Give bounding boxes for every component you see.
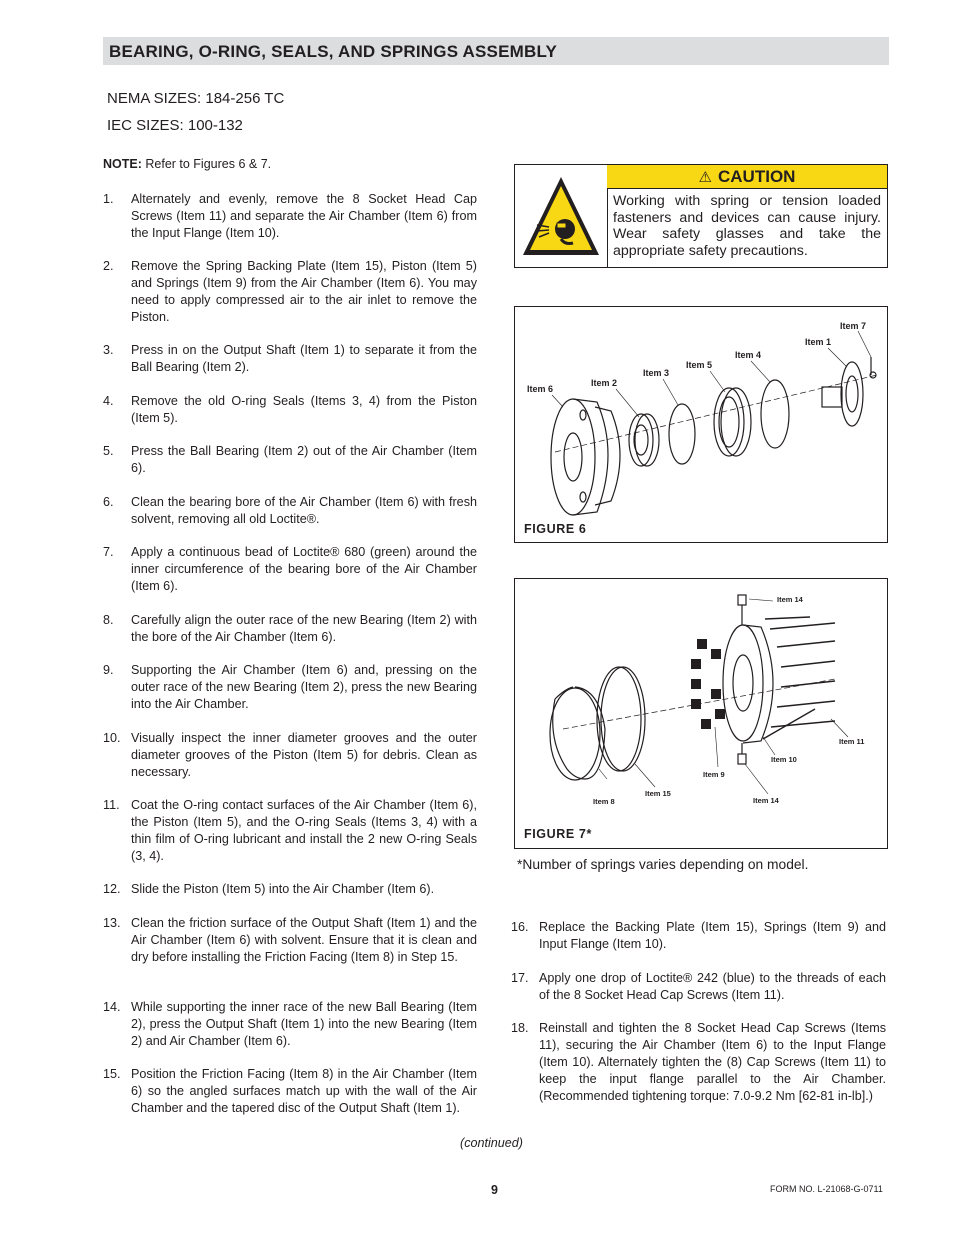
step-number: 12.: [103, 882, 121, 896]
step-text: Alternately and evenly, remove the 8 Soc…: [131, 192, 477, 240]
label-item-1: Item 1: [805, 337, 831, 347]
page-number: 9: [491, 1183, 498, 1197]
caution-header: ⚠ CAUTION: [607, 165, 887, 189]
step-number: 10.: [103, 731, 121, 745]
label-item-14-bottom: Item 14: [753, 796, 780, 805]
label-item-10: Item 10: [771, 755, 797, 764]
label-item-7: Item 7: [840, 321, 866, 331]
figure-6-caption: FIGURE 6: [524, 522, 587, 536]
label-item-4: Item 4: [735, 350, 761, 360]
step-text: Apply a continuous bead of Loctite® 680 …: [131, 545, 477, 593]
step-text: Reinstall and tighten the 8 Socket Head …: [539, 1021, 886, 1103]
label-item-2: Item 2: [591, 378, 617, 388]
step: 2. Remove the Spring Backing Plate (Item …: [103, 258, 477, 326]
caution-title: CAUTION: [718, 167, 796, 186]
caution-box: ⚠ CAUTION Working with spring or tension …: [514, 164, 888, 268]
step-number: 14.: [103, 1000, 121, 1014]
step-number: 6.: [103, 495, 114, 509]
label-item-14-top: Item 14: [777, 595, 804, 604]
step-text: Remove the old O-ring Seals (Items 3, 4)…: [131, 394, 477, 425]
step-number: 9.: [103, 663, 114, 677]
step-text: Apply one drop of Loctite® 242 (blue) to…: [539, 971, 886, 1002]
step: 18. Reinstall and tighten the 8 Socket He…: [511, 1020, 886, 1105]
iec-sizes: IEC SIZES: 100-132: [107, 117, 243, 134]
step: 15. Position the Friction Facing (Item 8)…: [103, 1066, 477, 1117]
step-number: 15.: [103, 1067, 121, 1081]
springs-footnote: *Number of springs varies depending on m…: [517, 857, 809, 872]
safety-glasses-warning-icon: [515, 165, 608, 267]
step-number: 13.: [103, 916, 121, 930]
step-text: Clean the bearing bore of the Air Chambe…: [131, 495, 477, 526]
step-text: Coat the O-ring contact surfaces of the …: [131, 798, 477, 863]
step-number: 17.: [511, 971, 529, 985]
step-number: 2.: [103, 259, 114, 273]
label-item-6: Item 6: [527, 384, 553, 394]
step-number: 18.: [511, 1021, 529, 1035]
step-text: Clean the friction surface of the Output…: [131, 916, 477, 964]
step: 3. Press in on the Output Shaft (Item 1) …: [103, 342, 477, 376]
step: 10. Visually inspect the inner diameter g…: [103, 730, 477, 781]
step: 1. Alternately and evenly, remove the 8 S…: [103, 191, 477, 242]
step-number: 16.: [511, 920, 529, 934]
caution-text: Working with spring or tension loaded fa…: [613, 193, 881, 259]
note: NOTE: Refer to Figures 6 & 7.: [103, 157, 271, 171]
step-text: Replace the Backing Plate (Item 15), Spr…: [539, 920, 886, 951]
step-text: Press in on the Output Shaft (Item 1) to…: [131, 343, 477, 374]
figure-6: Item 6 Item 2 Item 3 Item 5 Item 4 Item …: [514, 306, 888, 543]
label-item-3: Item 3: [643, 368, 669, 378]
figure-6-exploded-diagram: Item 6 Item 2 Item 3 Item 5 Item 4 Item …: [527, 321, 878, 516]
label-item-5: Item 5: [686, 360, 712, 370]
step-text: Remove the Spring Backing Plate (Item 15…: [131, 259, 477, 324]
step: 6. Clean the bearing bore of the Air Cham…: [103, 494, 477, 528]
nema-sizes: NEMA SIZES: 184-256 TC: [107, 90, 285, 107]
continued-note: (continued): [460, 1136, 524, 1150]
figure-7-caption: FIGURE 7*: [524, 827, 592, 841]
step: 4. Remove the old O-ring Seals (Items 3, …: [103, 393, 477, 427]
label-item-9: Item 9: [703, 770, 725, 779]
step-text: Visually inspect the inner diameter groo…: [131, 731, 477, 779]
step-text: Supporting the Air Chamber (Item 6) and,…: [131, 663, 477, 711]
step: 9. Supporting the Air Chamber (Item 6) an…: [103, 662, 477, 713]
step-text: Carefully align the outer race of the ne…: [131, 613, 477, 644]
step-text: Press the Ball Bearing (Item 2) out of t…: [131, 444, 477, 475]
step: 7. Apply a continuous bead of Loctite® 68…: [103, 544, 477, 595]
label-item-8: Item 8: [593, 797, 615, 806]
step-number: 1.: [103, 192, 114, 206]
form-number: FORM NO. L-21068-G-0711: [770, 1184, 883, 1194]
step: 16. Replace the Backing Plate (Item 15), …: [511, 919, 886, 953]
step-number: 5.: [103, 444, 114, 458]
step: 14. While supporting the inner race of th…: [103, 999, 477, 1050]
label-item-15: Item 15: [645, 789, 671, 798]
step-number: 11.: [103, 798, 120, 812]
figure-7-exploded-diagram: Item 14 Item 11 Item 10 Item 9 Item 14 I…: [549, 594, 864, 806]
step: 8. Carefully align the outer race of the …: [103, 612, 477, 646]
step: 11. Coat the O-ring contact surfaces of t…: [103, 797, 477, 865]
step-number: 4.: [103, 394, 114, 408]
page-title: BEARING, O-RING, SEALS, AND SPRINGS ASSE…: [109, 42, 558, 61]
step: 5. Press the Ball Bearing (Item 2) out of…: [103, 443, 477, 477]
step-number: 7.: [103, 545, 114, 559]
section-banner: BEARING, O-RING, SEALS, AND SPRINGS ASSE…: [103, 37, 889, 65]
figure-7: Item 14 Item 11 Item 10 Item 9 Item 14 I…: [514, 578, 888, 849]
step-number: 8.: [103, 613, 114, 627]
step: 13. Clean the friction surface of the Out…: [103, 915, 477, 966]
step-text: Position the Friction Facing (Item 8) in…: [131, 1067, 477, 1115]
step-text: While supporting the inner race of the n…: [131, 1000, 477, 1048]
warning-triangle-icon: ⚠: [698, 169, 712, 186]
step-text: Slide the Piston (Item 5) into the Air C…: [131, 882, 435, 896]
step: 17. Apply one drop of Loctite® 242 (blue)…: [511, 970, 886, 1004]
label-item-11: Item 11: [839, 737, 864, 746]
step-number: 3.: [103, 343, 114, 357]
step: 12. Slide the Piston (Item 5) into the Ai…: [103, 881, 477, 898]
note-label: NOTE:: [103, 157, 142, 171]
note-text: Refer to Figures 6 & 7.: [141, 157, 272, 171]
